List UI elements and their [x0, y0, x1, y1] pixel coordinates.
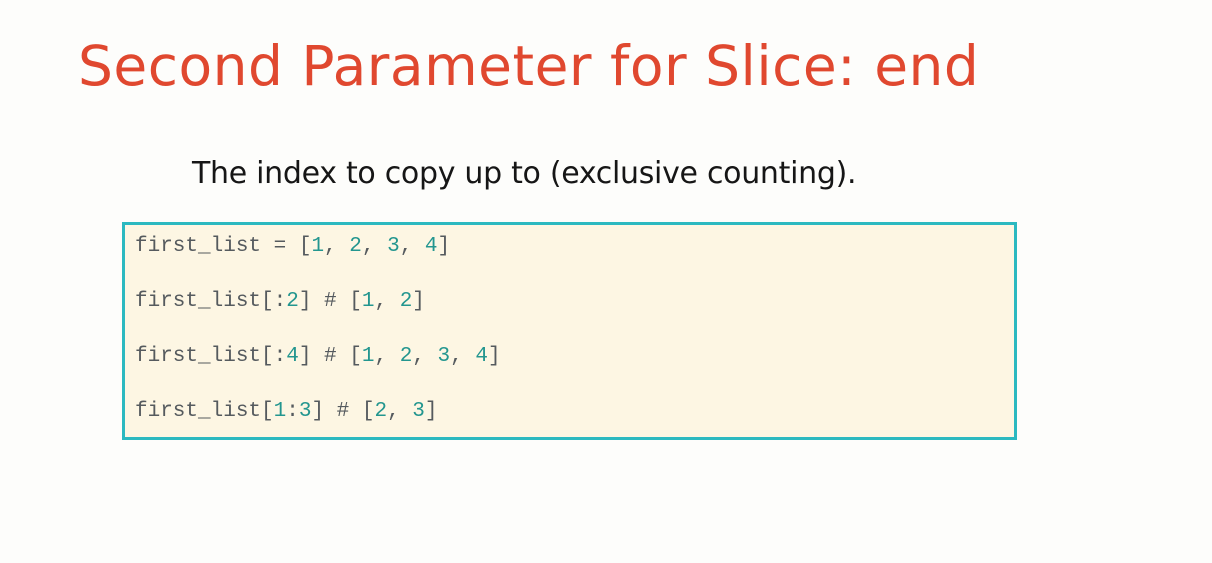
code-number: 1: [273, 400, 287, 423]
code-number: 4: [286, 345, 299, 368]
code-line: first_list[:2] # [1, 2]: [135, 290, 425, 313]
code-number: 4: [424, 235, 438, 258]
code-line: first_list[1:3] # [2, 3]: [135, 400, 438, 423]
code-number: 4: [475, 345, 488, 368]
code-number: 3: [298, 400, 312, 423]
code-block: first_list = [1, 2, 3, 4] first_list[:2]…: [122, 222, 1017, 440]
code-number: 3: [412, 400, 425, 423]
code-number: 1: [311, 235, 325, 258]
code-number: 1: [361, 345, 375, 368]
code-number: 3: [437, 345, 451, 368]
code-line: first_list = [1, 2, 3, 4]: [135, 235, 451, 258]
code-number: 2: [399, 290, 413, 313]
slide-title: Second Parameter for Slice: end: [78, 34, 980, 98]
code-number: 2: [399, 345, 413, 368]
code-number: 3: [387, 235, 400, 258]
code-number: 2: [374, 400, 388, 423]
code-number: 2: [286, 290, 299, 313]
code-number: 2: [349, 235, 362, 258]
code-line: first_list[:4] # [1, 2, 3, 4]: [135, 345, 501, 368]
code-number: 1: [361, 290, 375, 313]
slide-subtitle: The index to copy up to (exclusive count…: [192, 156, 857, 191]
